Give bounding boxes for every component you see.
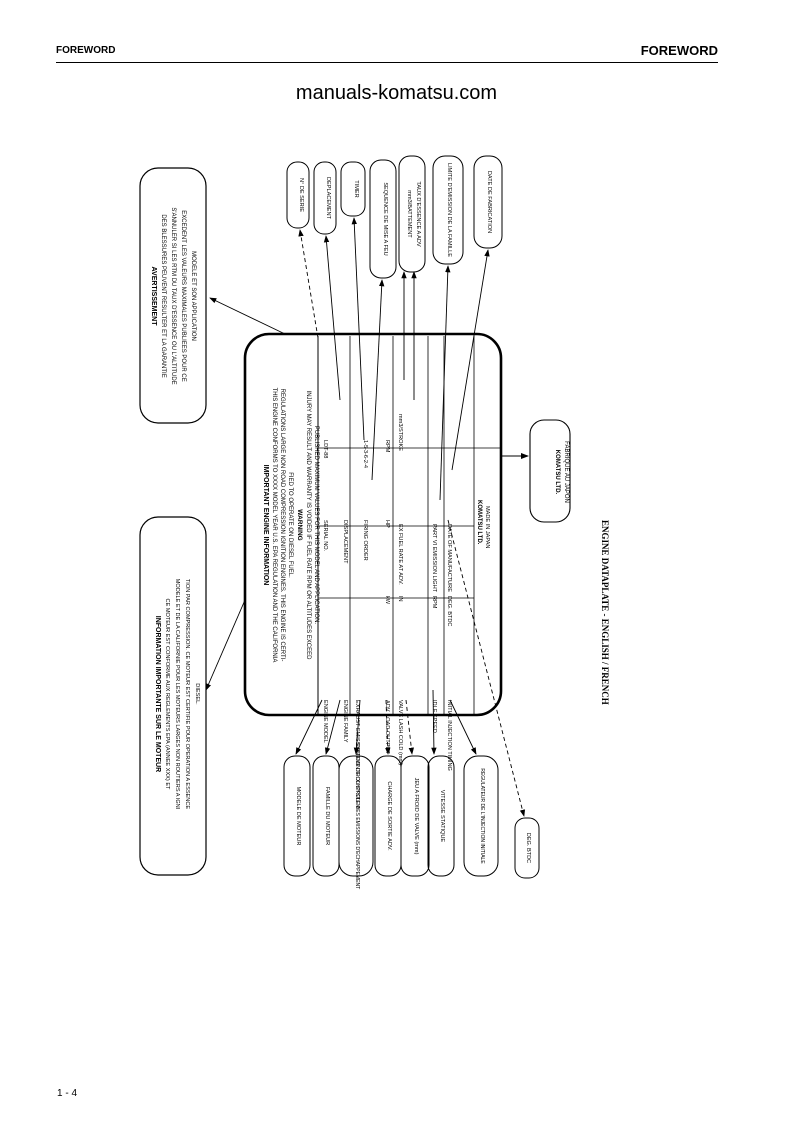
plate-row-7-c: DATE OF MANUFACTURE	[446, 524, 452, 592]
plate-maker-2: MADE IN JAPAN	[484, 506, 490, 548]
plate-row-1-a: ENGINE MODEL	[322, 700, 328, 743]
bottom-callout-5: JEU A FROID DE VALVE (mm)	[413, 778, 419, 855]
bottom-callout-8: DEG. BTDC	[525, 833, 531, 863]
plate-row-1-d: LDT-88	[322, 440, 328, 458]
info-fr-line-1: CE MOTEUR EST CONFORME AUX REGLEMENTS EP…	[164, 599, 170, 791]
bottom-callout-4: CHARGE DE SORTIE ADV.	[386, 781, 392, 851]
plate-row-6-a: IDLE SPEED	[431, 700, 437, 733]
maker-box: KOMATSU LTD. FABRIQUE AU JAPON	[501, 419, 571, 523]
top-callout-6: TAUX D'ESSENCE A ADV	[415, 181, 421, 247]
bottom-callout-2: FAMILLE DU MOTEUR	[324, 787, 330, 845]
top-callout-4: SEQUENCE DE MISE A FEU	[382, 182, 388, 255]
engine-dataplate: IMPORTANT ENGINE INFORMATION THIS ENGINE…	[243, 332, 503, 809]
avertissement-line-4: MODELE ET SON APPLICATION	[190, 251, 196, 341]
plate-row-6-b: RPM	[431, 596, 437, 609]
top-callout-2: DEPLACEMENT	[325, 177, 331, 220]
plate-row-5-a: VALVE LASH COLD (mm)	[397, 700, 403, 765]
plate-row-5-c: EX FUEL RATE AT ADV.	[397, 524, 403, 585]
plate-row-2-c: DISPLACEMENT	[342, 520, 348, 564]
maker-box-line-2: FABRIQUE AU JAPON	[563, 441, 569, 503]
header-right: FOREWORD	[640, 43, 718, 58]
plate-row-4-a: ADV. LOAD OUTPUT	[384, 700, 390, 754]
plate-row-7-b: DEG. BTDC	[446, 596, 452, 626]
plate-warning-1: INJURY MAY RESULT AND WARRANTY IS VOIDED…	[305, 391, 311, 661]
plate-row-7-a: INITIAL INJECTION TIMING	[446, 700, 452, 771]
plate-intro-3: FIED TO OPERATE ON DIESEL FUEL.	[287, 472, 293, 578]
info-fr-line-4: DIESEL.	[194, 683, 200, 705]
plate-row-6-c: PART VI EMISSION LIGHT	[431, 524, 437, 593]
bottom-callout-7: REGULATEUR DE L'INJECTION INITIALE	[479, 768, 485, 864]
plate-row-2-a: ENGINE FAMILY	[342, 700, 348, 743]
plate-title: IMPORTANT ENGINE INFORMATION	[262, 465, 269, 586]
info-fr-title: INFORMATION IMPORTANTE SUR LE MOTEUR	[154, 616, 161, 772]
plate-row-3-c: FIRING ORDER	[362, 520, 368, 561]
plate-maker-1: KOMATSU LTD.	[476, 500, 482, 545]
top-callout-1: N° DE SERIE	[298, 178, 304, 212]
top-callout-7: LIMITE D'EMISSION DE LA FAMILLE	[446, 163, 452, 257]
info-fr-line-2: MODELE ET DE LA CALIFORNIE POUR LES MOTE…	[174, 579, 180, 810]
info-fr-line-3: TION PAR COMPRESSION. CE MOTEUR EST CERT…	[184, 579, 190, 809]
plate-intro-2: REGULATIONS LARGE NON ROAD COMPRESSION I…	[279, 389, 285, 662]
top-callout-3: TIMER	[353, 180, 359, 197]
page-number: 1 - 4	[57, 1088, 78, 1099]
header-left: FOREWORD	[56, 45, 116, 56]
plate-row-4-c: HP	[384, 520, 390, 528]
top-callouts: N° DE SERIE DEPLACEMENT TIMER SEQUENCE D…	[286, 155, 503, 279]
plate-row-1-c: SERIAL NO.	[322, 520, 328, 552]
plate-row-3-d: 1-5-3-6-2-4	[362, 440, 368, 468]
top-callout-8: DATE DE FABRICATION	[486, 171, 492, 233]
plate-intro-1: THIS ENGINE CONFORMS TO XXXX MODEL YEAR …	[271, 388, 277, 663]
figure-caption: ENGINE DATAPLATE - ENGLISH / FRENCH	[600, 520, 610, 705]
site-watermark: manuals-komatsu.com	[295, 82, 498, 104]
plate-row-5-d: mm3/STROKE	[397, 414, 403, 451]
avertissement-line-1: DES BLESSURES PEUVENT RESULTER ET LA GAR…	[160, 214, 166, 377]
avertissement-bubble: AVERTISSEMENT DES BLESSURES PEUVENT RESU…	[139, 167, 207, 424]
bottom-callout-6: VITESSE STATIQUE	[439, 790, 445, 843]
leader-lines	[205, 217, 526, 817]
header-rule	[56, 62, 718, 63]
avertissement-line-3: EXCEDENT LES VALEURS MAXIMALES PUBLIEES …	[180, 210, 186, 382]
plate-row-4-d: RPM	[384, 440, 390, 453]
bottom-callout-3: SYSTEME DE CONTROLE DES EMISSIONS D'ECHA…	[354, 743, 360, 889]
bottom-callouts: MODELE DE MOTEUR FAMILLE DU MOTEUR SYSTE…	[283, 743, 540, 889]
avertissement-title: AVERTISSEMENT	[150, 267, 157, 327]
plate-warning-2: PUBLISHED MAXIMUM VALUES FOR THIS MODEL …	[313, 426, 319, 624]
avertissement-line-2: S'ANNULER SI LES RTM DU TAUX D'ESSENCE O…	[170, 207, 176, 384]
maker-box-line-1: KOMATSU LTD.	[554, 450, 560, 495]
bottom-callout-1: MODELE DE MOTEUR	[295, 787, 301, 846]
plate-row-5-b: IN	[397, 596, 403, 602]
plate-warning-title: WARNING	[296, 509, 303, 540]
top-callout-5: mm3/BATTEMENT	[406, 190, 412, 238]
info-fr-bubble: INFORMATION IMPORTANTE SUR LE MOTEUR CE …	[139, 516, 207, 876]
plate-row-4-b: kW	[384, 596, 390, 605]
